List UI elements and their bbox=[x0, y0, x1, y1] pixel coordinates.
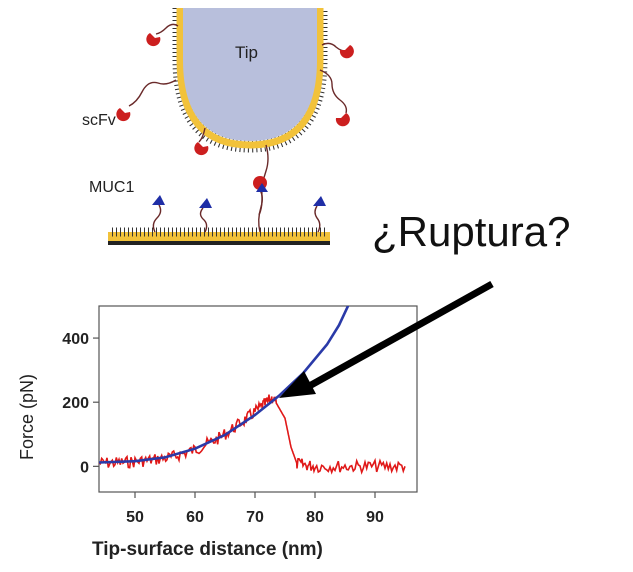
y-axis-ticks: 0 200 400 bbox=[62, 331, 99, 476]
scfv-label: scFv bbox=[82, 112, 116, 129]
muc1-heads bbox=[152, 183, 326, 208]
series-red-trace bbox=[98, 394, 406, 475]
plot-frame bbox=[98, 305, 418, 493]
substrate-black-layer bbox=[108, 241, 330, 245]
muc1-molecules bbox=[152, 189, 321, 233]
y-tick-label: 400 bbox=[62, 331, 89, 348]
x-tick-label: 70 bbox=[246, 509, 264, 526]
y-tick-label: 200 bbox=[62, 395, 89, 412]
x-tick-label: 60 bbox=[186, 509, 204, 526]
x-tick-label: 80 bbox=[306, 509, 324, 526]
x-tick-label: 50 bbox=[126, 509, 144, 526]
substrate-gold-layer bbox=[108, 232, 330, 241]
x-axis-ticks: 50 60 70 80 90 bbox=[126, 492, 384, 526]
rupture-arrow bbox=[279, 280, 494, 398]
tip-label: Tip bbox=[235, 43, 258, 62]
afm-schematic: Tip scFv MUC1 bbox=[82, 8, 354, 245]
x-axis-label: Tip-surface distance (nm) bbox=[92, 539, 323, 560]
tip-gold-coating bbox=[176, 8, 324, 149]
plot-lines bbox=[98, 306, 406, 475]
rupture-annotation: ¿Ruptura? bbox=[372, 208, 571, 255]
series-blue-fit bbox=[99, 306, 350, 464]
scfv-heads bbox=[116, 33, 354, 190]
y-axis-label: Force (pN) bbox=[17, 374, 37, 460]
y-tick-label: 0 bbox=[80, 459, 89, 476]
muc1-label: MUC1 bbox=[89, 179, 134, 196]
scfv-head-labeled bbox=[116, 108, 131, 122]
x-tick-label: 90 bbox=[366, 509, 384, 526]
force-curve-chart: 0 200 400 50 60 70 80 90 Force (pN) bbox=[17, 305, 418, 526]
afm-tip bbox=[183, 8, 317, 141]
